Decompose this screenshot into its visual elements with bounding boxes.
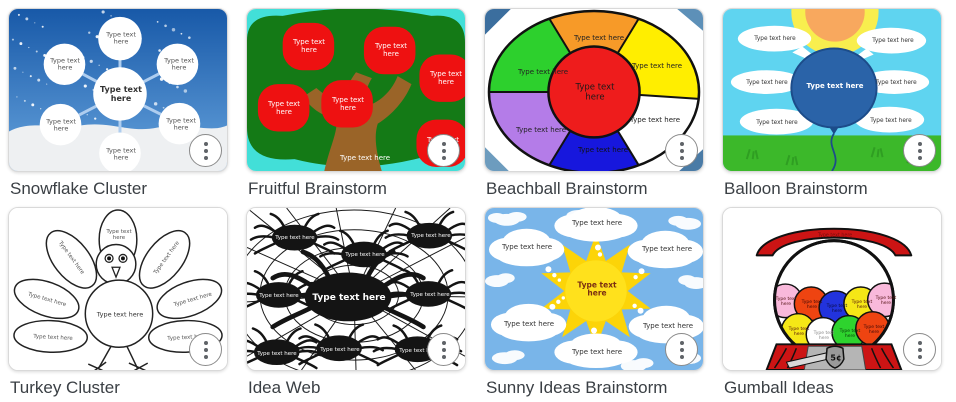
card-menu-button[interactable] bbox=[189, 333, 222, 366]
kebab-menu-icon bbox=[203, 139, 208, 163]
card-menu-button[interactable] bbox=[189, 134, 222, 167]
template-thumbnail[interactable]: Type text here Type text here Type text … bbox=[246, 8, 466, 172]
template-thumbnail[interactable]: Type text here Type text here Type text … bbox=[484, 207, 704, 371]
template-title: Sunny Ideas Brainstorm bbox=[486, 378, 668, 397]
template-thumbnail[interactable]: Type text here Type text here Type text … bbox=[722, 207, 942, 371]
card-menu-button[interactable] bbox=[427, 134, 460, 167]
gumball-ideas-art bbox=[723, 208, 941, 370]
template-card-snowflake-cluster[interactable]: Type text here Type text here Type text … bbox=[8, 8, 228, 199]
template-title: Turkey Cluster bbox=[10, 378, 120, 397]
thought-clouds bbox=[488, 208, 703, 369]
card-menu-button[interactable] bbox=[903, 134, 936, 167]
template-title: Beachball Brainstorm bbox=[486, 179, 648, 198]
template-thumbnail[interactable]: Type text here Type text here Type text … bbox=[8, 207, 228, 371]
beachball bbox=[487, 9, 701, 171]
template-card-turkey-cluster[interactable]: Type text here Type text here Type text … bbox=[8, 207, 228, 398]
feathers bbox=[13, 209, 223, 354]
machine-base bbox=[765, 343, 903, 370]
template-title: Snowflake Cluster bbox=[10, 179, 148, 198]
template-thumbnail[interactable]: Type text here Type text here Type text … bbox=[246, 207, 466, 371]
kebab-menu-icon bbox=[679, 139, 684, 163]
template-card-idea-web[interactable]: Type text here Type text here Type text … bbox=[246, 207, 466, 398]
card-menu-button[interactable] bbox=[427, 333, 460, 366]
card-menu-button[interactable] bbox=[903, 333, 936, 366]
machine-cap bbox=[755, 227, 913, 257]
template-title: Gumball Ideas bbox=[724, 378, 834, 397]
card-menu-button[interactable] bbox=[665, 333, 698, 366]
kebab-menu-icon bbox=[441, 338, 446, 362]
turkey-legs bbox=[87, 345, 149, 370]
turkey-body bbox=[84, 279, 154, 349]
template-card-gumball-ideas[interactable]: Type text here Type text here Type text … bbox=[722, 207, 942, 398]
template-thumbnail[interactable]: Type text here Type text here Type text … bbox=[484, 8, 704, 172]
kebab-menu-icon bbox=[917, 338, 922, 362]
balloon bbox=[790, 47, 878, 171]
snowflake-cluster-art bbox=[9, 9, 227, 171]
template-title: Balloon Brainstorm bbox=[724, 179, 868, 198]
kebab-menu-icon bbox=[441, 139, 446, 163]
template-card-fruitful-brainstorm[interactable]: Type text here Type text here Type text … bbox=[246, 8, 466, 199]
kebab-menu-icon bbox=[917, 139, 922, 163]
kebab-menu-icon bbox=[203, 338, 208, 362]
template-card-balloon-brainstorm[interactable]: Type text here Type text here Type text … bbox=[722, 8, 942, 199]
turkey-face bbox=[104, 253, 128, 279]
template-title: Fruitful Brainstorm bbox=[248, 179, 387, 198]
kebab-menu-icon bbox=[679, 338, 684, 362]
template-card-sunny-ideas-brainstorm[interactable]: Type text here Type text here Type text … bbox=[484, 207, 704, 398]
template-thumbnail[interactable]: Type text here Type text here Type text … bbox=[8, 8, 228, 172]
sun bbox=[791, 9, 879, 56]
template-card-beachball-brainstorm[interactable]: Type text here Type text here Type text … bbox=[484, 8, 704, 199]
card-menu-button[interactable] bbox=[665, 134, 698, 167]
sun bbox=[541, 233, 651, 349]
template-thumbnail[interactable]: Type text here Type text here Type text … bbox=[722, 8, 942, 172]
gumballs bbox=[774, 282, 894, 352]
template-title: Idea Web bbox=[248, 378, 321, 397]
